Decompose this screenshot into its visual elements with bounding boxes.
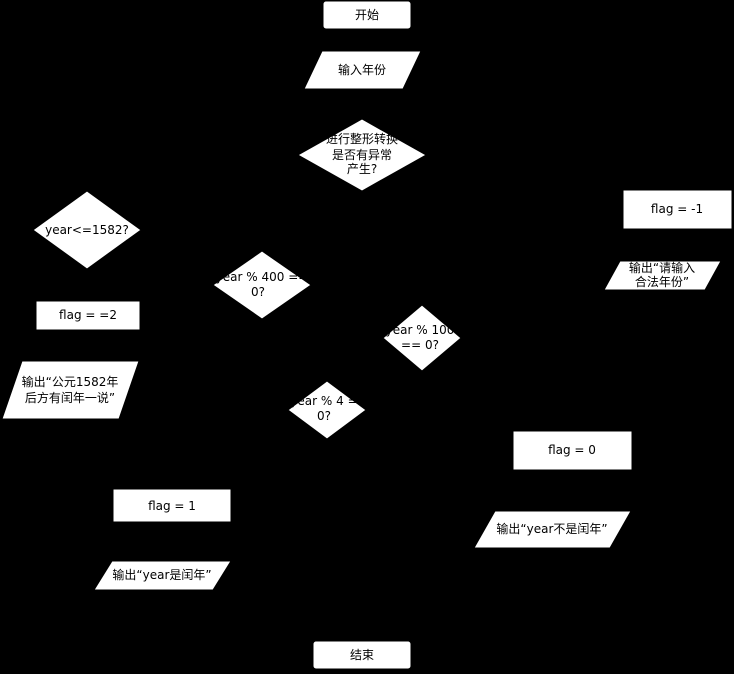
- output-1582-label-line2: 后方有闰年一说”: [25, 390, 115, 405]
- input-year-node[interactable]: 输入年份: [303, 50, 422, 90]
- output-not-leap-node[interactable]: 输出“year不是闰年”: [473, 510, 632, 549]
- check-100-decision[interactable]: year % 100 == 0?: [382, 304, 462, 372]
- start-label: 开始: [355, 8, 379, 22]
- end-node[interactable]: 结束: [312, 640, 412, 670]
- check-4-decision[interactable]: year % 4 == 0?: [287, 380, 368, 440]
- input-year-label: 输入年份: [338, 62, 386, 77]
- output-leap-label: 输出“year是闰年”: [112, 567, 211, 582]
- check-100-label-line1: year % 100: [386, 323, 455, 337]
- start-node[interactable]: 开始: [322, 0, 412, 30]
- output-not-leap-label: 输出“year不是闰年”: [496, 521, 607, 536]
- flag-1-node[interactable]: flag = 1: [112, 488, 232, 523]
- check-400-label-line2: 0?: [251, 285, 265, 299]
- check-100-label-line2: == 0?: [401, 338, 439, 352]
- check-1582-decision[interactable]: year<=1582?: [32, 190, 142, 270]
- flag-minus1-label: flag = -1: [651, 202, 703, 216]
- check-400-label-line1: year % 400 ==: [216, 270, 309, 284]
- output-1582-label-line1: 输出“公元1582年: [22, 374, 119, 389]
- flag-minus2-node[interactable]: flag = =2: [35, 300, 141, 331]
- check-4-label-line1: year % 4 ==: [290, 394, 367, 408]
- flag-minus2-label: flag = =2: [59, 308, 117, 322]
- check-400-decision[interactable]: year % 400 == 0?: [212, 250, 312, 320]
- output-invalid-label-line2: 合法年份”: [635, 274, 689, 289]
- flag-0-node[interactable]: flag = 0: [512, 430, 633, 471]
- output-invalid-label-line1: 输出“请输入: [629, 260, 695, 275]
- check-1582-label: year<=1582?: [45, 223, 129, 237]
- output-invalid-node[interactable]: 输出“请输入 合法年份”: [603, 260, 722, 291]
- check-convert-decision[interactable]: 进行整形转换 是否有异常 产生?: [296, 118, 428, 192]
- output-leap-node[interactable]: 输出“year是闰年”: [93, 560, 232, 591]
- flag-1-label: flag = 1: [148, 499, 196, 513]
- check-convert-label-line2: 是否有异常: [332, 148, 392, 162]
- check-convert-label-line3: 产生?: [347, 162, 377, 176]
- check-convert-label-line1: 进行整形转换: [326, 131, 398, 146]
- end-label: 结束: [350, 648, 374, 662]
- check-4-label-line2: 0?: [317, 409, 331, 423]
- output-1582-node[interactable]: 输出“公元1582年 后方有闰年一说”: [1, 360, 140, 420]
- flag-0-label: flag = 0: [548, 443, 596, 457]
- flag-minus1-node[interactable]: flag = -1: [622, 189, 733, 230]
